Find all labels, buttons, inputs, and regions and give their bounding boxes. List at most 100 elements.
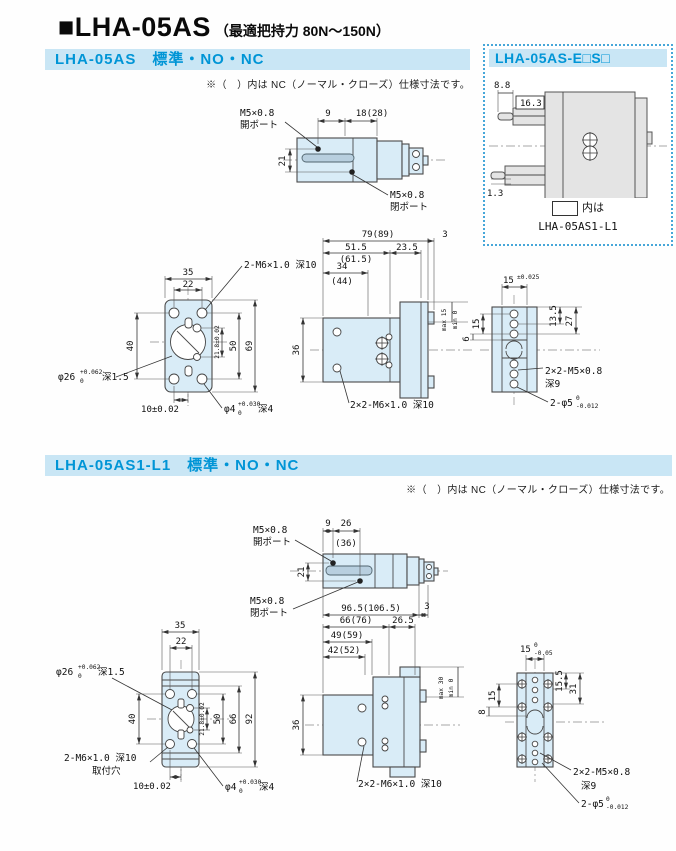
s2-phi4-sup: +0.030: [239, 779, 262, 786]
s1-dim-22: 22: [183, 280, 194, 290]
s2-dim-36: 36: [292, 720, 302, 731]
variant-panel-header: LHA-05AS-E□S□: [489, 49, 667, 67]
section1-header-label: LHA-05AS 標準・NO・NC: [55, 51, 265, 68]
s2-dim-31: 31: [569, 684, 579, 695]
s2-dim-15-sub: -0.05: [534, 650, 553, 657]
s2-dim-15: 15: [520, 645, 531, 655]
section2-note: ※（ ）内は NC（ノーマル・クローズ）仕様寸法です。: [406, 485, 670, 496]
s2-m5-label: 2×2-M5×0.8: [573, 767, 630, 778]
s1-top-view: M5×0.8 開ポート 9 18(28) 21 M5×0.8 閉ポート: [240, 108, 448, 213]
s1-dim-50: 50: [229, 341, 239, 352]
s1-stroke-min: min 0: [452, 310, 459, 329]
s1-close-port-label: 閉ポート: [390, 202, 428, 213]
s1-dim-27: 27: [565, 316, 575, 327]
s2-phi4: φ4: [225, 782, 237, 793]
s2-close-port-label: 閉ポート: [250, 608, 288, 619]
dim-1-3: 1.3: [487, 189, 503, 198]
s2-dim-36p: (36): [335, 539, 357, 549]
section1-drawings: M5×0.8 開ポート 9 18(28) 21 M5×0.8 閉ポート: [58, 108, 602, 417]
s1-dim-15l: 15: [472, 319, 482, 330]
s1-dim-35: 35: [183, 268, 194, 278]
s2-phi26-sup: +0.062: [78, 664, 101, 671]
s1-dim-44: (44): [331, 277, 353, 287]
s2-dim-26: 26: [341, 519, 352, 529]
grip-force-subtitle: （最適把持力 80N～150N）: [214, 23, 390, 39]
s1-m6x2-label: 2×2-M6×1.0 深10: [350, 400, 434, 411]
dim-16-3: 16.3: [520, 99, 542, 109]
s2-phi5-sub: -0.012: [606, 804, 629, 811]
s2-dim-92: 92: [245, 714, 255, 725]
s1-m5-depth: 深9: [545, 379, 561, 390]
s1-phi4-sup: +0.030: [238, 401, 261, 408]
s1-dim-69: 69: [245, 341, 255, 352]
s1-dim-515: 51.5: [345, 243, 367, 253]
s1-phi26-sup: +0.062: [80, 369, 103, 376]
s1-phi5: 2-φ5: [550, 398, 573, 409]
s1-dim-6: 6: [462, 336, 472, 341]
s2-m6x2-label: 2×2-M6×1.0 深10: [358, 779, 442, 790]
s1-dim-15: 15: [503, 276, 514, 286]
s2-phi26: φ26: [56, 667, 73, 678]
s1-dim-218: 21.8±0.02: [214, 325, 221, 359]
s2-stroke-max: max 30: [438, 677, 445, 700]
s2-phi4-depth: 深4: [259, 782, 275, 793]
s1-open-port-label: 開ポート: [240, 120, 278, 131]
s2-phi5: 2-φ5: [581, 799, 604, 810]
dim-8-8: 8.8: [494, 81, 510, 91]
s2-phi4-sub: 0: [239, 788, 243, 795]
s1-end-view: 15 ±0.025 15 6 13.5 27 2×2-M5×0.8 深9 2-φ…: [462, 274, 602, 410]
s1-dim-615: (61.5): [340, 255, 373, 265]
s1-stroke-max: max 15: [441, 309, 448, 332]
s1-dim-18-28: 18(28): [356, 109, 389, 119]
s1-dim-10: 10±0.02: [141, 405, 179, 415]
section1-note: ※（ ）内は NC（ノーマル・クローズ）仕様寸法です。: [206, 80, 470, 91]
legend-row: 内は: [485, 199, 671, 216]
s1-dim-9: 9: [325, 109, 330, 119]
s1-dim-40: 40: [126, 341, 136, 352]
s1-m5-label: 2×2-M5×0.8: [545, 366, 602, 377]
s2-phi5-sup: 0: [606, 796, 610, 803]
product-title: ■LHA-05AS: [58, 12, 211, 42]
s2-phi26-depth: 深1.5: [98, 667, 125, 678]
s2-stroke-min: min 0: [448, 678, 455, 697]
s2-top-view: M5×0.8 開ポート 9 26 (36) 21 M5×0.8 閉ポート 96.…: [250, 519, 448, 619]
s2-side-view: 66(76) 26.5 49(59) 42(52) 36 max 30 min …: [292, 616, 464, 790]
legend-box-icon: [552, 200, 578, 216]
s1-dim-34: 34: [337, 262, 348, 272]
s1-dim-3: 3: [442, 230, 447, 240]
legend-model: LHA-05AS1-L1: [538, 220, 618, 233]
s2-dim-21: 21: [297, 567, 307, 578]
s2-open-port-thread: M5×0.8: [253, 525, 288, 536]
s2-dim-49: 49(59): [331, 631, 364, 641]
s2-m5-depth: 深9: [581, 781, 597, 792]
s2-dim-965: 96.5(106.5): [341, 604, 401, 614]
s2-close-port-thread: M5×0.8: [250, 596, 285, 607]
s1-phi5-sup: 0: [576, 395, 580, 402]
s2-dim-218: 21.8±0.02: [199, 702, 206, 736]
s2-phi26-sub: 0: [78, 673, 82, 680]
s2-front-view: 35 22 φ26 +0.062 0 深1.5 40 21.8±0.02 50: [56, 621, 275, 795]
s1-phi26: φ26: [58, 372, 75, 383]
s2-dim-66v: 66: [229, 714, 239, 725]
s2-dim-22: 22: [176, 637, 187, 647]
s1-phi26-sub: 0: [80, 378, 84, 385]
s2-end-view: 15 0 -0.05 15 8 15.5 31 2×2-M5×0.8 深9 2-…: [478, 642, 630, 811]
s2-open-port-label: 開ポート: [253, 537, 291, 548]
s1-phi4: φ4: [224, 404, 236, 415]
s1-phi26-depth: 深1.5: [102, 372, 129, 383]
s1-close-port-thread: M5×0.8: [390, 190, 425, 201]
s2-mount-hole-label: 取付穴: [92, 765, 121, 777]
s2-dim-40: 40: [128, 714, 138, 725]
section2-header-label: LHA-05AS1-L1 標準・NO・NC: [55, 457, 300, 474]
s2-dim-9: 9: [325, 519, 330, 529]
s2-dim-265: 26.5: [392, 616, 414, 626]
legend-text: 内は: [582, 202, 604, 214]
s1-dim-21: 21: [278, 156, 288, 167]
s1-front-view: 35 22 2-M6×1.0 深10 40 21.8±0.02 50 69 φ2…: [58, 260, 317, 417]
s1-phi5-sub: -0.012: [576, 403, 599, 410]
s1-dim-135: 13.5: [549, 305, 559, 327]
section2-drawings: M5×0.8 開ポート 9 26 (36) 21 M5×0.8 閉ポート 96.…: [56, 519, 630, 811]
s2-dim-155: 15.5: [555, 670, 565, 692]
s1-dim-79: 79(89): [362, 230, 395, 240]
